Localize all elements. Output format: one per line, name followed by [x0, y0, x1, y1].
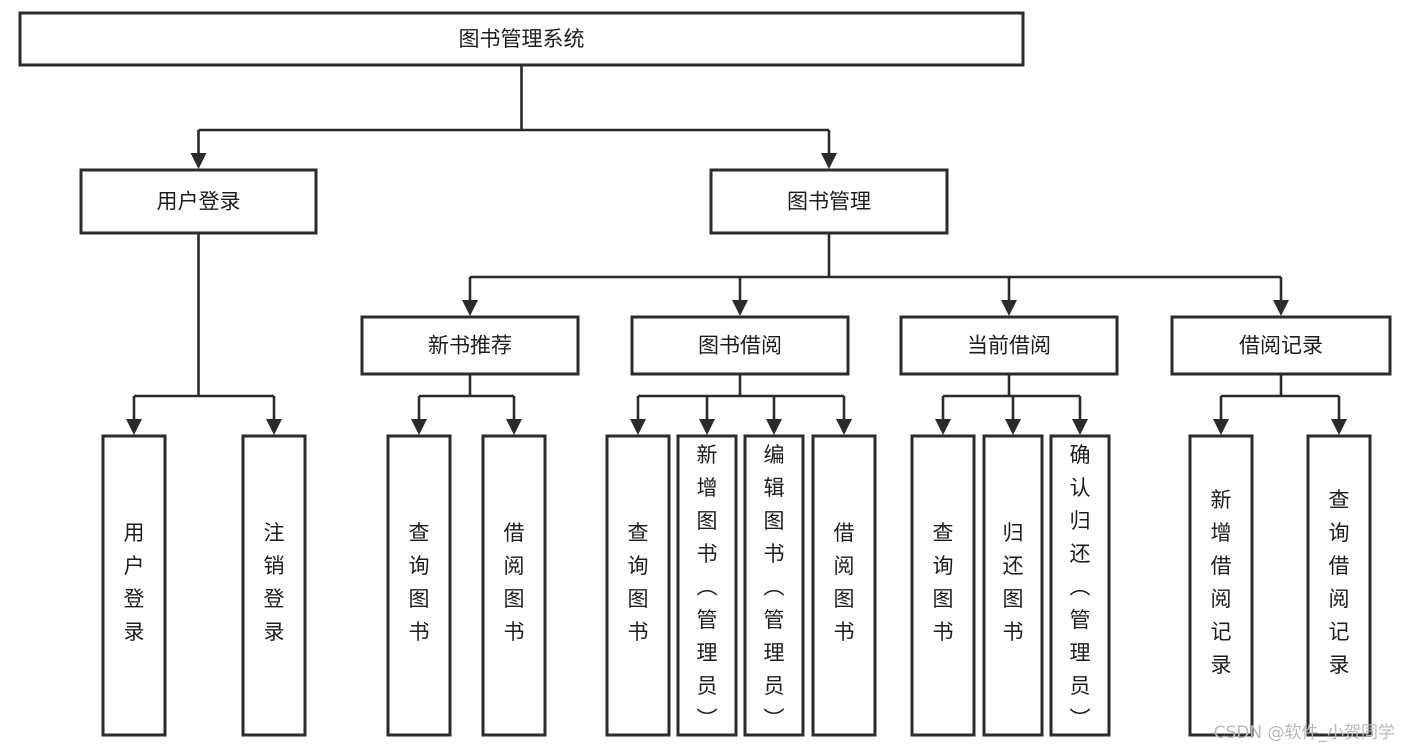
node-level2-user-login[interactable]: 用户登录 — [79, 168, 318, 235]
node-leaf-leaf-query-book-current[interactable]: 查询图书 — [910, 434, 976, 737]
node-leaf-leaf-query-book-borrow[interactable]: 查询图书 — [605, 434, 671, 737]
node-root[interactable]: 图书管理系统 — [18, 11, 1025, 67]
node-label: 用户登录 — [124, 521, 145, 644]
node-leaf-leaf-borrow-book[interactable]: 借阅图书 — [811, 434, 877, 737]
node-level3-new-book-recommend[interactable]: 新书推荐 — [360, 315, 580, 376]
node-box[interactable] — [386, 434, 452, 737]
arrow-head-icon — [506, 419, 522, 435]
node-label: 新增图书︵管理员︶ — [697, 443, 718, 731]
node-box[interactable] — [1170, 315, 1392, 376]
node-box[interactable] — [743, 434, 805, 737]
edge-group-book-manage — [462, 233, 1289, 316]
node-label: 用户登录 — [157, 190, 241, 214]
node-level3-book-borrow[interactable]: 图书借阅 — [630, 315, 850, 376]
node-label: 借阅图书 — [834, 521, 855, 644]
node-level2-book-manage[interactable]: 图书管理 — [709, 168, 949, 235]
connector-layer — [126, 65, 1347, 435]
arrow-head-icon — [766, 419, 782, 435]
node-box[interactable] — [101, 434, 167, 737]
node-box[interactable] — [1049, 434, 1111, 737]
node-leaf-leaf-query-book-rec[interactable]: 查询图书 — [386, 434, 452, 737]
node-label: 新书推荐 — [428, 334, 512, 358]
arrow-head-icon — [1273, 300, 1289, 316]
node-level3-borrow-record[interactable]: 借阅记录 — [1170, 315, 1392, 376]
arrow-head-icon — [732, 300, 748, 316]
node-layer: 图书管理系统用户登录图书管理新书推荐图书借阅当前借阅借阅记录用户登录注销登录查询… — [18, 11, 1392, 737]
node-leaf-leaf-borrow-book-rec[interactable]: 借阅图书 — [481, 434, 547, 737]
edge-group-user-login — [126, 233, 282, 435]
node-box[interactable] — [1188, 434, 1254, 737]
arrow-head-icon — [699, 419, 715, 435]
edge-group-new-book-recommend — [411, 374, 522, 435]
node-box[interactable] — [709, 168, 949, 235]
node-label: 归还图书 — [1003, 521, 1024, 644]
arrow-head-icon — [1213, 419, 1229, 435]
node-leaf-leaf-edit-book[interactable]: 编辑图书︵管理员︶ — [743, 434, 805, 737]
arrow-head-icon — [126, 419, 142, 435]
edge-group-root — [190, 65, 837, 169]
edge-group-current-borrow — [935, 374, 1088, 435]
arrow-head-icon — [836, 419, 852, 435]
node-box[interactable] — [910, 434, 976, 737]
node-leaf-leaf-add-book[interactable]: 新增图书︵管理员︶ — [676, 434, 738, 737]
node-box[interactable] — [676, 434, 738, 737]
arrow-head-icon — [190, 153, 207, 169]
edge-group-book-borrow — [630, 374, 852, 435]
arrow-head-icon — [462, 300, 478, 316]
node-leaf-leaf-query-record[interactable]: 查询借阅记录 — [1306, 434, 1372, 737]
node-box[interactable] — [899, 315, 1119, 376]
node-box[interactable] — [79, 168, 318, 235]
node-label: 查询借阅记录 — [1329, 488, 1350, 677]
arrow-head-icon — [935, 419, 951, 435]
node-label: 编辑图书︵管理员︶ — [764, 443, 785, 731]
node-leaf-leaf-confirm-return[interactable]: 确认归还︵管理员︶ — [1049, 434, 1111, 737]
node-box[interactable] — [605, 434, 671, 737]
node-label: 查询图书 — [628, 521, 649, 644]
node-level3-current-borrow[interactable]: 当前借阅 — [899, 315, 1119, 376]
watermark-text: CSDN @软件_小贺同学 — [1213, 723, 1395, 743]
arrow-head-icon — [1001, 300, 1017, 316]
node-leaf-leaf-add-record[interactable]: 新增借阅记录 — [1188, 434, 1254, 737]
node-label: 借阅记录 — [1239, 334, 1323, 358]
node-box[interactable] — [481, 434, 547, 737]
node-label: 注销登录 — [264, 521, 285, 644]
node-box[interactable] — [360, 315, 580, 376]
node-label: 查询图书 — [933, 521, 954, 644]
node-label: 图书管理 — [787, 190, 871, 214]
node-label: 当前借阅 — [967, 334, 1051, 358]
node-box[interactable] — [982, 434, 1044, 737]
arrow-head-icon — [411, 419, 427, 435]
arrow-head-icon — [1331, 419, 1347, 435]
node-label: 图书管理系统 — [459, 27, 585, 51]
node-leaf-leaf-logout[interactable]: 注销登录 — [241, 434, 307, 737]
edge-group-borrow-record — [1213, 374, 1347, 435]
node-box[interactable] — [1306, 434, 1372, 737]
node-leaf-leaf-return-book[interactable]: 归还图书 — [982, 434, 1044, 737]
node-label: 图书借阅 — [698, 334, 782, 358]
arrow-head-icon — [821, 153, 837, 169]
arrow-head-icon — [1005, 419, 1021, 435]
arrow-head-icon — [1072, 419, 1088, 435]
node-box[interactable] — [241, 434, 307, 737]
node-box[interactable] — [630, 315, 850, 376]
node-label: 确认归还︵管理员︶ — [1070, 443, 1091, 731]
node-box[interactable] — [18, 11, 1025, 67]
node-leaf-leaf-user-login[interactable]: 用户登录 — [101, 434, 167, 737]
arrow-head-icon — [266, 419, 282, 435]
node-label: 借阅图书 — [504, 521, 525, 644]
node-box[interactable] — [811, 434, 877, 737]
node-label: 新增借阅记录 — [1211, 488, 1232, 677]
node-label: 查询图书 — [409, 521, 430, 644]
arrow-head-icon — [630, 419, 646, 435]
